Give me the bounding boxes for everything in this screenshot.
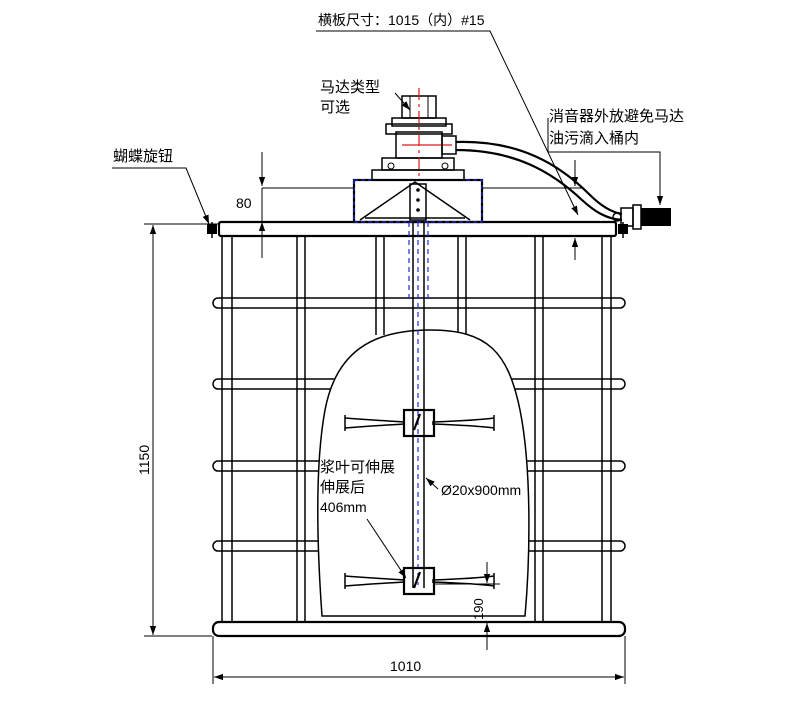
dimension-80 [258, 152, 582, 260]
motor-mount-base [352, 178, 484, 224]
motor-type-label-line1: 马达类型 [320, 79, 380, 96]
silencer-label-line1: 消音器外放避免马达 [549, 108, 684, 125]
bottom-frame-bar [211, 620, 627, 638]
butterfly-knob-right [618, 222, 628, 238]
dimension-1150 [144, 223, 218, 637]
mixer-shaft [408, 222, 429, 588]
silencer-label-line2: 油污滴入桶内 [549, 129, 639, 147]
ibc-cage [207, 220, 628, 638]
blade-label-line2: 伸展后 [320, 479, 365, 496]
dimension-190-label: 190 [471, 598, 486, 620]
blade-label-line1: 浆叶可伸展 [320, 458, 395, 476]
dimension-1150-label: 1150 [136, 445, 152, 475]
impeller-lower [344, 566, 495, 596]
vertical-posts [221, 236, 612, 623]
dimension-190 [434, 562, 500, 650]
butterfly-knob-label: 蝴蝶旋钮 [113, 148, 173, 165]
baffle-size-label: 横板尺寸：1015（内）#15 [318, 12, 485, 28]
dimension-1010 [212, 636, 626, 684]
exhaust-hose [455, 140, 671, 230]
leader-lines [112, 30, 664, 579]
shaft-spec-label: Ø20x900mm [441, 482, 521, 498]
blade-label-line3: 406mm [320, 499, 367, 515]
dimension-80-label: 80 [236, 195, 252, 211]
motor-type-label-line2: 可选 [320, 99, 350, 116]
impeller-upper [344, 408, 495, 438]
air-motor [371, 88, 465, 181]
dimension-1010-label: 1010 [390, 658, 421, 674]
butterfly-knob-left [207, 222, 217, 238]
